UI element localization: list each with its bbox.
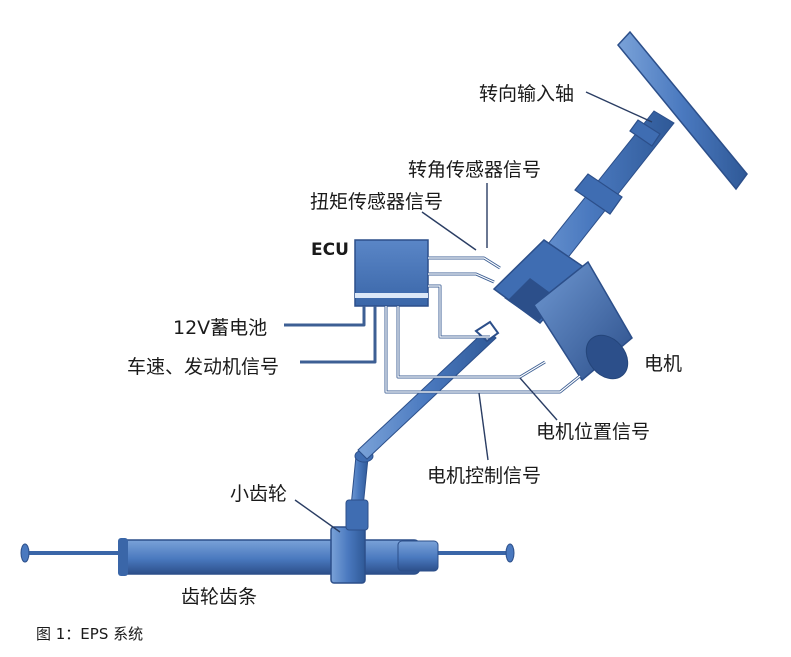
label-motor-position-signal: 电机位置信号 bbox=[536, 421, 650, 443]
rack-right-end bbox=[505, 543, 515, 563]
rack-left-end bbox=[20, 543, 30, 563]
wire-vehicle-signal bbox=[300, 306, 377, 364]
intermediate-shaft bbox=[345, 320, 500, 531]
leader-input-shaft bbox=[585, 91, 653, 123]
label-vehicle-engine-signal: 车速、发动机信号 bbox=[127, 356, 279, 378]
label-leaders bbox=[294, 91, 653, 533]
rack-assembly bbox=[20, 526, 515, 584]
motor-end-cap bbox=[585, 334, 629, 380]
ecu-unit bbox=[354, 239, 429, 307]
text-labels: 转向输入轴 转角传感器信号 扭矩传感器信号 ECU 12V蓄电池 车速、发动机信… bbox=[127, 83, 682, 608]
wire-motor-position bbox=[396, 306, 546, 379]
figure-caption: 图 1：EPS 系统 bbox=[36, 625, 144, 643]
label-steering-input-shaft: 转向输入轴 bbox=[479, 83, 574, 105]
rack-left-collar bbox=[118, 538, 128, 576]
label-ecu: ECU bbox=[311, 240, 349, 260]
column-collar bbox=[574, 173, 623, 215]
ecu-stripe bbox=[355, 293, 428, 298]
label-battery-12v: 12V蓄电池 bbox=[173, 317, 267, 339]
column-upper-collar bbox=[629, 119, 661, 147]
label-pinion: 小齿轮 bbox=[230, 483, 287, 505]
wire-angle-sensor bbox=[428, 256, 501, 270]
signal-wires bbox=[284, 256, 581, 394]
label-angle-sensor-signal: 转角传感器信号 bbox=[408, 159, 541, 181]
label-torque-sensor-signal: 扭矩传感器信号 bbox=[310, 191, 443, 213]
leader-motor-position bbox=[519, 377, 558, 421]
rack-right-boot bbox=[397, 540, 439, 572]
pinion-shaft-sleeve bbox=[345, 499, 369, 531]
leader-motor-control bbox=[478, 392, 489, 461]
rack-housing bbox=[119, 539, 421, 575]
leader-torque-sensor bbox=[421, 211, 477, 251]
wire-battery bbox=[284, 306, 366, 327]
motor-assembly bbox=[492, 239, 633, 382]
label-motor: 电机 bbox=[644, 353, 682, 375]
steering-wheel bbox=[617, 30, 748, 191]
label-rack-and-pinion: 齿轮齿条 bbox=[181, 586, 257, 608]
leader-pinion bbox=[294, 499, 341, 533]
label-motor-control-signal: 电机控制信号 bbox=[427, 465, 541, 487]
intermediate-shaft-body bbox=[357, 328, 497, 460]
pinion-housing bbox=[330, 526, 366, 584]
